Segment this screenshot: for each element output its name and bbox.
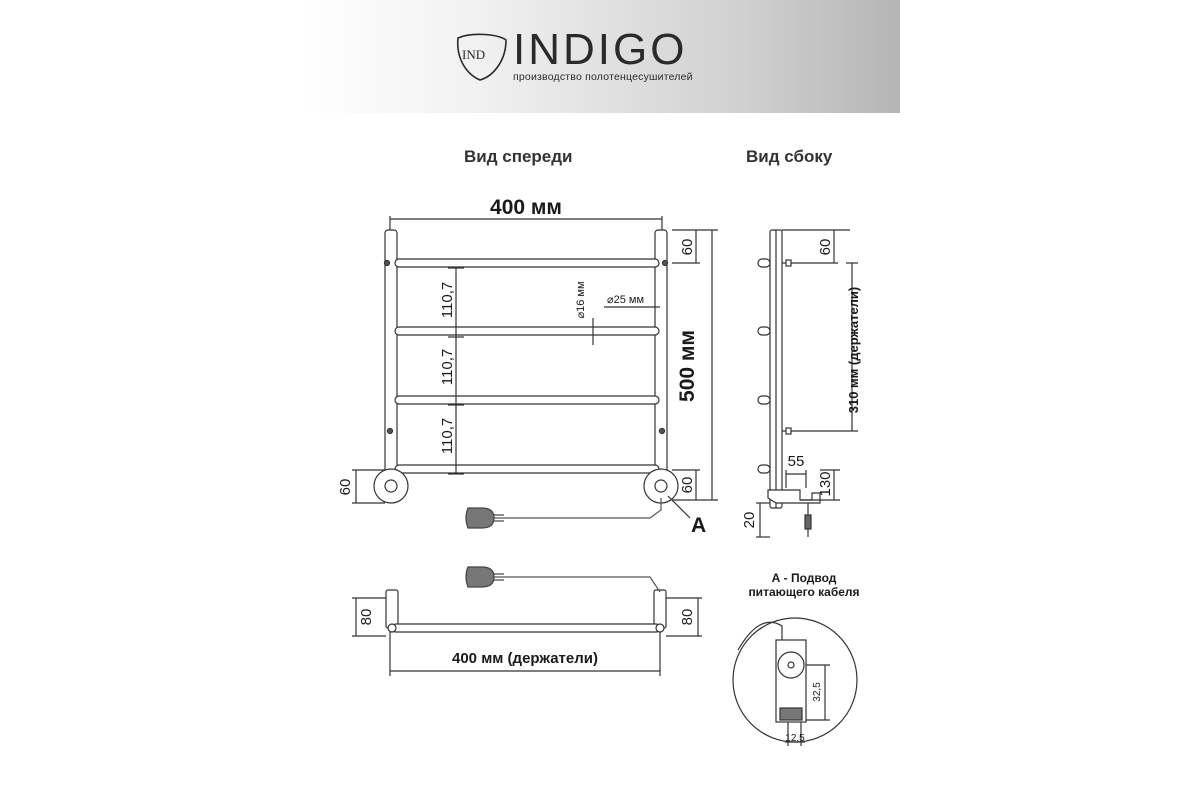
bottom-offset-right-label: 60 [679, 477, 696, 494]
brand-name: INDIGO [513, 25, 688, 74]
plug-icon [465, 507, 495, 529]
detail-height-label: 32,5 [812, 682, 823, 702]
brand-logo-icon: IND [456, 33, 507, 81]
front-view-heading: Вид спереди [464, 147, 573, 166]
header-banner: IND INDIGO производство полотенцесушител… [300, 0, 900, 113]
front-view [352, 216, 718, 529]
side-holders-label: 310 мм (держатели) [846, 287, 861, 414]
post-diameter-label: ⌀25 мм [607, 294, 644, 306]
rung [394, 395, 660, 405]
side-bottom-offset-label: 130 [817, 471, 834, 496]
side-view-heading: Вид сбоку [746, 147, 833, 166]
left-post [384, 229, 398, 476]
bottom-offset-left-label: 60 [337, 479, 354, 496]
spacing-label: 110,7 [439, 349, 456, 385]
rung [394, 326, 660, 336]
detail-width-label: 12,5 [785, 733, 805, 744]
spacing-label: 110,7 [439, 282, 456, 318]
width-label: 400 мм [490, 196, 562, 219]
right-cap [643, 468, 679, 504]
holders-width-label: 400 мм (держатели) [452, 650, 598, 667]
side-depth-label: 55 [788, 453, 805, 470]
side-base-label: 20 [741, 512, 758, 529]
side-view [756, 229, 858, 538]
rung [394, 464, 660, 474]
left-cap [373, 468, 409, 504]
top-view [352, 566, 702, 676]
spacing-label: 110,7 [439, 418, 456, 454]
detail-title-line2: питающего кабеля [748, 585, 859, 599]
detail-a [732, 617, 858, 746]
side-top-offset-label: 60 [817, 239, 834, 256]
rung [394, 258, 660, 268]
top-offset-label: 60 [679, 239, 696, 256]
marker-a-label: A [691, 514, 706, 537]
brand-tagline: производство полотенцесушителей [513, 71, 693, 83]
rung-diameter-label: ⌀16 мм [575, 281, 587, 318]
logo-text: IND [462, 47, 485, 62]
height-label: 500 мм [676, 330, 699, 402]
depth-right-label: 80 [679, 609, 696, 626]
depth-left-label: 80 [358, 609, 375, 626]
detail-title-line1: А - Подвод [772, 571, 837, 585]
